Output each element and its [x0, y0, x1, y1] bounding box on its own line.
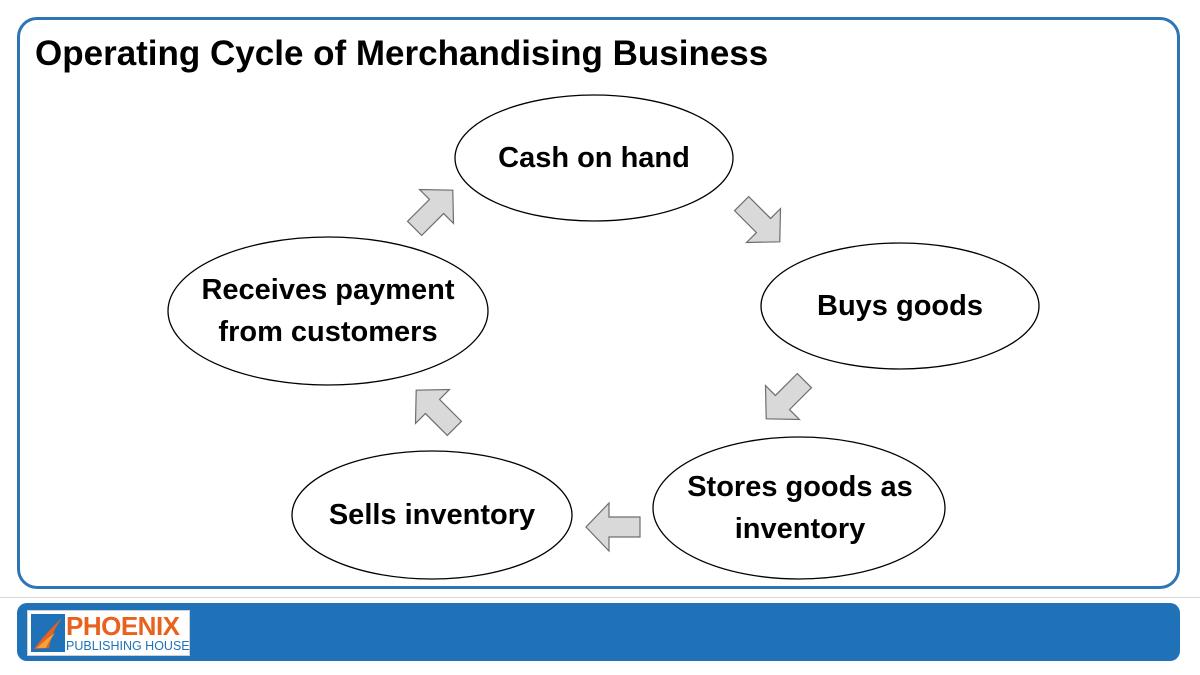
footer-divider [0, 597, 1200, 598]
logo-name: PHOENIX [66, 611, 180, 641]
node-buys-goods-label: Buys goods [817, 290, 983, 322]
node-stores-goods [652, 436, 946, 580]
arrow-receives-to-cash [406, 188, 455, 237]
phoenix-bird-icon [31, 614, 65, 652]
node-cash-on-hand-label: Cash on hand [498, 142, 690, 174]
publisher-logo: PHOENIX PUBLISHING HOUSE [27, 610, 190, 656]
node-buys-goods [760, 242, 1040, 370]
node-sells-inventory-label: Sells inventory [328, 499, 536, 531]
node-stores-goods-label: Stores goods as inventory [687, 471, 913, 545]
arrow-sells-to-receives [414, 388, 463, 437]
arrow-buys-to-stores [764, 372, 813, 421]
arrow-stores-to-sells [585, 501, 641, 553]
footer-bar [17, 603, 1180, 661]
slide-title: Operating Cycle of Merchandising Busines… [35, 34, 769, 73]
node-receives-payment [167, 236, 489, 386]
arrow-cash-to-buys [733, 195, 782, 244]
logo-subtitle: PUBLISHING HOUSE [66, 639, 190, 653]
node-receives-payment-label: Receives payment from customers [201, 274, 455, 348]
node-sells-inventory [291, 450, 573, 580]
node-cash-on-hand [454, 94, 734, 222]
